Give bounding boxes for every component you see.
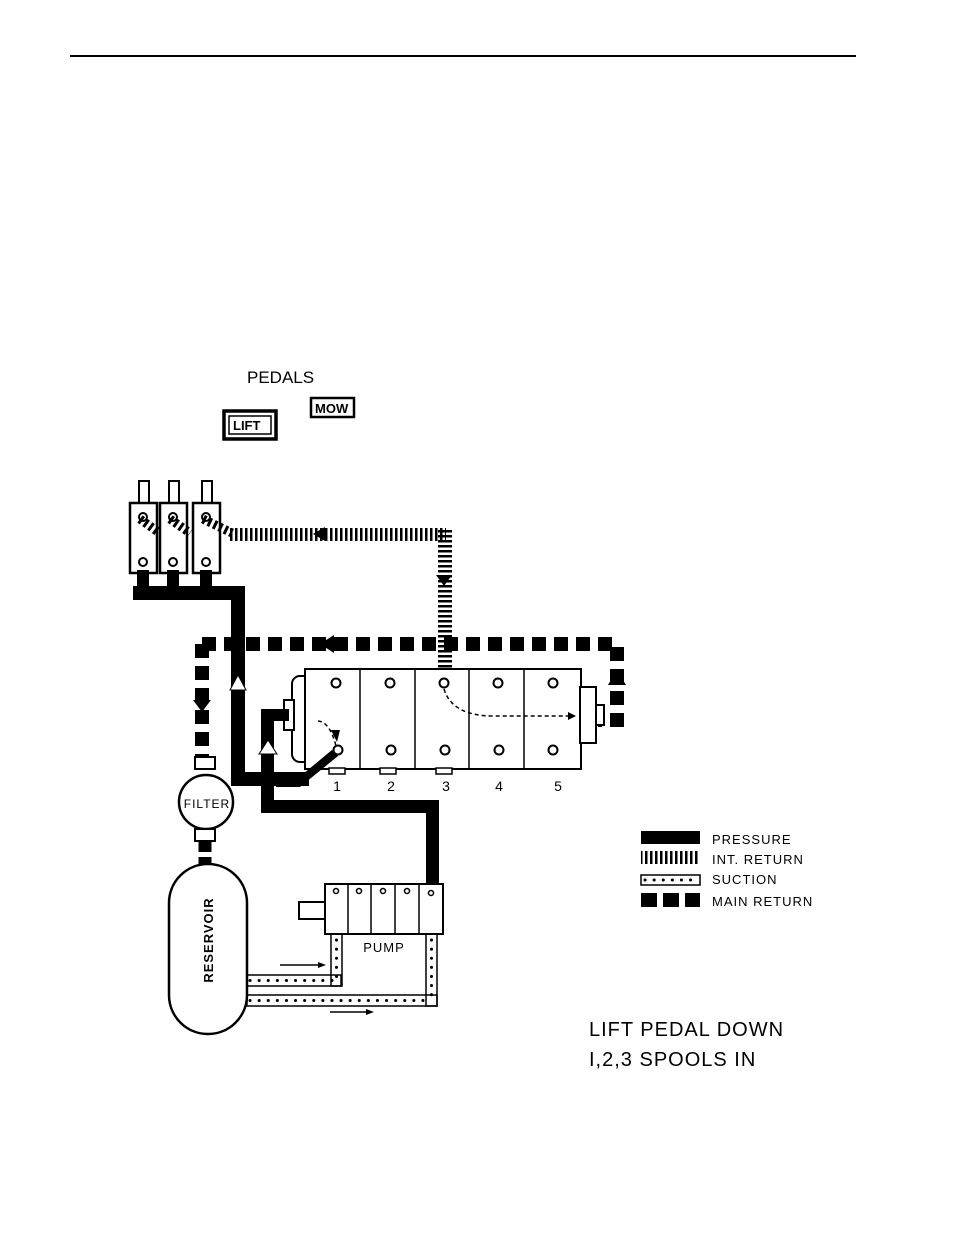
legend-label: INT. RETURN — [712, 852, 804, 867]
spool-number: 2 — [387, 778, 395, 794]
lift-cylinder — [160, 481, 187, 573]
suction-lines — [247, 934, 437, 1015]
pump-label: PUMP — [363, 940, 405, 955]
filter: FILTER — [179, 757, 233, 841]
caption-line-2: I,2,3 SPOOLS IN — [589, 1049, 756, 1071]
spool-numbers: 1 2 3 4 5 — [333, 778, 562, 794]
spool-number: 4 — [495, 778, 503, 794]
mow-pedal: MOW — [311, 398, 354, 417]
caption: LIFT PEDAL DOWN I,2,3 SPOOLS IN — [589, 1019, 784, 1071]
spool-number: 3 — [442, 778, 450, 794]
spool-number: 1 — [333, 778, 341, 794]
legend-item-suction: SUCTION — [641, 872, 778, 887]
legend-item-int-return: INT. RETURN — [641, 851, 804, 867]
legend-item-pressure: PRESSURE — [641, 831, 792, 847]
legend-label: PRESSURE — [712, 832, 792, 847]
lift-cylinder — [193, 481, 220, 573]
reservoir: RESERVOIR — [169, 864, 247, 1034]
pump: PUMP — [299, 884, 443, 955]
lift-label: LIFT — [233, 418, 260, 433]
caption-line-1: LIFT PEDAL DOWN — [589, 1019, 784, 1041]
mow-label: MOW — [315, 401, 349, 416]
spool-number: 5 — [554, 778, 562, 794]
legend: PRESSURE INT. RETURN SUCTION MAIN RETURN — [641, 831, 813, 909]
lift-pedal: LIFT — [224, 411, 276, 439]
legend-label: MAIN RETURN — [712, 894, 813, 909]
pedals-title: PEDALS — [247, 368, 314, 387]
reservoir-label: RESERVOIR — [201, 897, 216, 982]
legend-label: SUCTION — [712, 872, 778, 887]
filter-label: FILTER — [184, 797, 230, 811]
legend-item-main-return: MAIN RETURN — [641, 893, 813, 909]
pressure-line-cylinders — [133, 570, 309, 786]
int-return-line — [230, 527, 452, 673]
